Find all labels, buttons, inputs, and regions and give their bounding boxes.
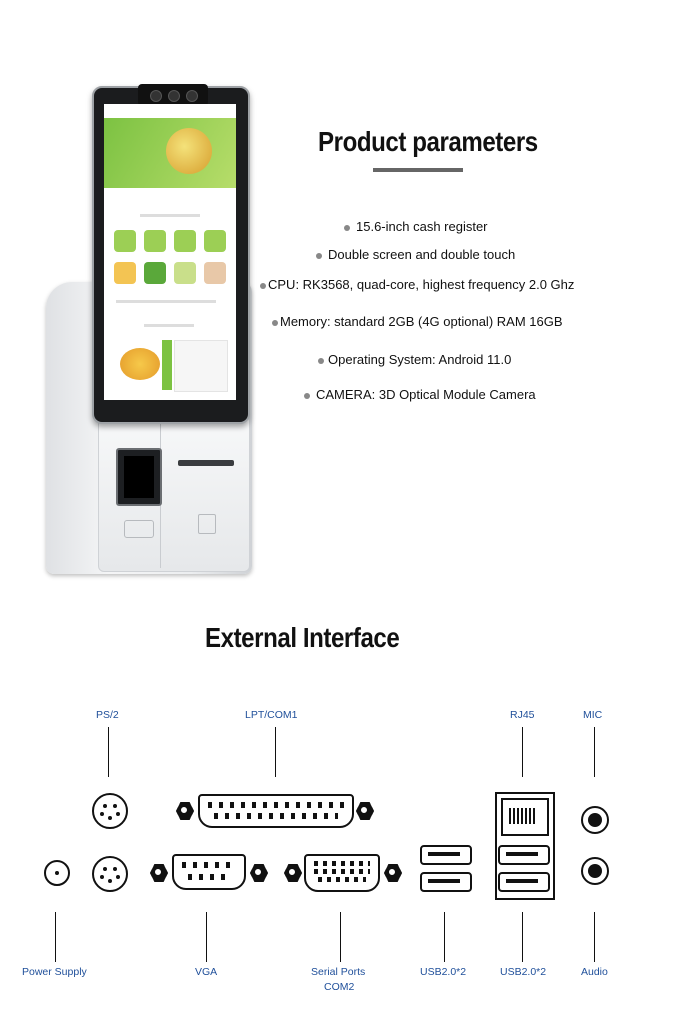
usb-port-right-lower bbox=[498, 872, 550, 892]
label-serial-ports: Serial Ports bbox=[311, 966, 366, 978]
label-usb-right: USB2.0*2 bbox=[500, 966, 547, 978]
lpt-com1-port bbox=[198, 794, 354, 828]
param-text: Operating System: Android 11.0 bbox=[328, 352, 512, 367]
label-audio: Audio bbox=[581, 966, 608, 978]
product-parameters-title: Product parameters bbox=[318, 126, 538, 157]
hex-screw-icon bbox=[150, 864, 168, 882]
usb-port-right-upper bbox=[498, 845, 550, 865]
leader-line bbox=[522, 912, 523, 962]
bullet-icon bbox=[272, 319, 278, 326]
label-rj45: RJ45 bbox=[510, 709, 535, 721]
vga-port bbox=[172, 854, 246, 890]
bullet-icon bbox=[344, 224, 350, 231]
param-item: Operating System: Android 11.0 bbox=[318, 352, 511, 367]
rj45-port bbox=[501, 798, 549, 836]
param-text: 15.6-inch cash register bbox=[356, 219, 488, 234]
leader-line bbox=[55, 912, 56, 962]
leader-line bbox=[108, 727, 109, 777]
screen-mango-image bbox=[120, 348, 160, 380]
rj45-usb-frame bbox=[495, 792, 555, 900]
param-item: Double screen and double touch bbox=[316, 247, 515, 262]
usb-port-left-lower bbox=[420, 872, 472, 892]
param-text: Double screen and double touch bbox=[328, 247, 516, 262]
screen-category-row bbox=[114, 230, 226, 254]
audio-port bbox=[581, 857, 609, 885]
screen-text-line bbox=[116, 300, 216, 303]
leader-line bbox=[444, 912, 445, 962]
label-lpt-com1: LPT/COM1 bbox=[245, 709, 298, 721]
hex-screw-icon bbox=[284, 864, 302, 882]
hex-screw-icon bbox=[176, 802, 194, 820]
serial-com2-port bbox=[304, 854, 380, 892]
param-text: Memory: standard 2GB (4G optional) RAM 1… bbox=[280, 314, 563, 329]
ps2-port-upper bbox=[92, 793, 128, 829]
label-usb-left: USB2.0*2 bbox=[420, 966, 467, 978]
param-item: Memory: standard 2GB (4G optional) RAM 1… bbox=[272, 314, 563, 329]
param-item: CPU: RK3568, quad-core, highest frequenc… bbox=[260, 277, 574, 292]
leader-line bbox=[206, 912, 207, 962]
screen-info-card bbox=[174, 340, 228, 392]
leader-line bbox=[594, 727, 595, 777]
bullet-icon bbox=[304, 392, 310, 399]
screen-heading-line bbox=[140, 214, 200, 217]
bullet-icon bbox=[316, 252, 322, 259]
leader-line bbox=[522, 727, 523, 777]
power-supply-port bbox=[44, 860, 70, 886]
barcode-scanner bbox=[116, 448, 162, 506]
param-text: CAMERA: 3D Optical Module Camera bbox=[316, 387, 536, 402]
screen-product-row bbox=[114, 262, 226, 286]
leader-line bbox=[340, 912, 341, 962]
label-ps2: PS/2 bbox=[96, 709, 119, 721]
mic-port bbox=[581, 806, 609, 834]
camera-module bbox=[138, 84, 208, 106]
hex-screw-icon bbox=[384, 864, 402, 882]
screen-fruit-image bbox=[166, 128, 212, 174]
leader-line bbox=[275, 727, 276, 777]
bullet-icon bbox=[318, 357, 324, 364]
leader-line bbox=[594, 912, 595, 962]
printer-icon bbox=[198, 514, 216, 534]
screen-text-line bbox=[144, 324, 194, 327]
kiosk-screen bbox=[104, 104, 236, 400]
label-com2: COM2 bbox=[324, 981, 355, 993]
nfc-icon bbox=[124, 520, 154, 538]
external-interface-title: External Interface bbox=[205, 622, 400, 653]
title-divider bbox=[373, 168, 463, 172]
hex-screw-icon bbox=[250, 864, 268, 882]
param-item: CAMERA: 3D Optical Module Camera bbox=[304, 387, 536, 402]
ps2-port-lower bbox=[92, 856, 128, 892]
receipt-printer-slot bbox=[178, 460, 234, 466]
screen-green-bar bbox=[162, 340, 172, 390]
usb-port-left-upper bbox=[420, 845, 472, 865]
param-item: 15.6-inch cash register bbox=[344, 219, 488, 234]
hex-screw-icon bbox=[356, 802, 374, 820]
param-text: CPU: RK3568, quad-core, highest frequenc… bbox=[268, 277, 575, 292]
label-power-supply: Power Supply bbox=[22, 966, 87, 978]
label-mic: MIC bbox=[583, 709, 603, 721]
bullet-icon bbox=[260, 282, 266, 289]
label-vga: VGA bbox=[195, 966, 218, 978]
